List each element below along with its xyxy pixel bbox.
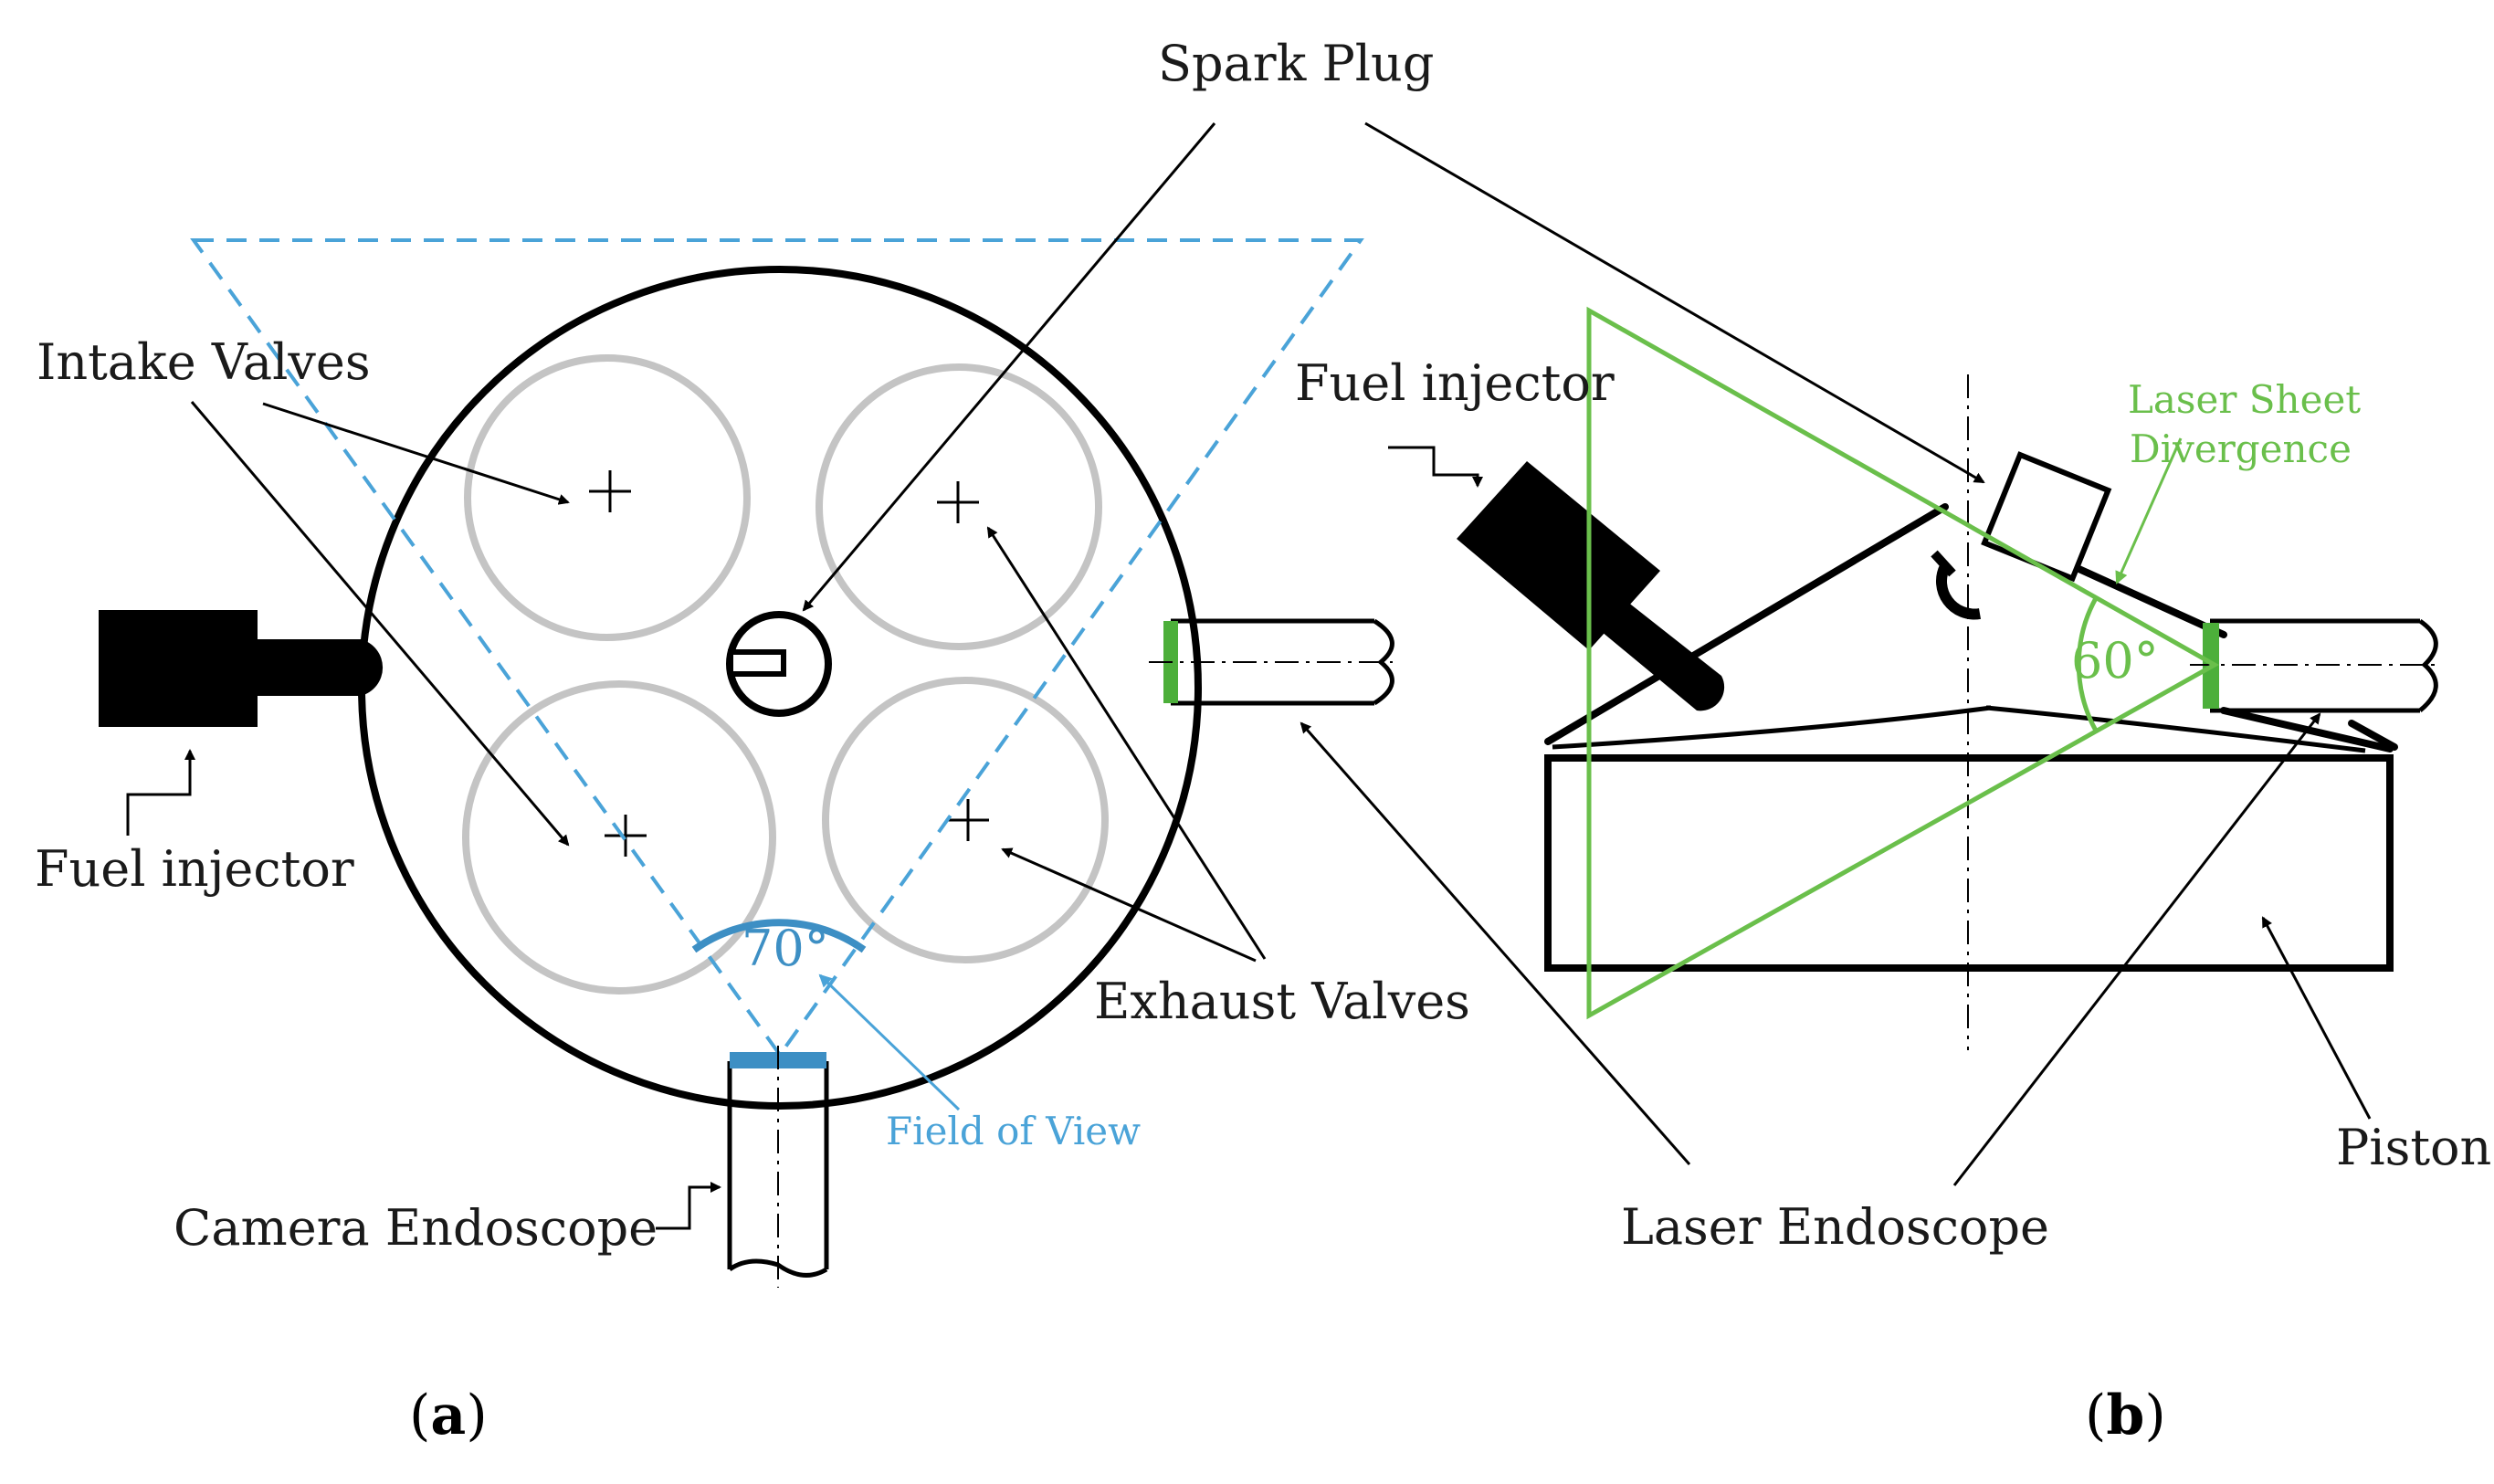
label-field-of-view: Field of View xyxy=(886,1109,1141,1153)
injector-a-bracket xyxy=(126,749,195,836)
spark-plug-side xyxy=(1931,451,2112,620)
label-laser-endoscope: Laser Endoscope xyxy=(1621,1198,2049,1256)
camera-endoscope xyxy=(727,1046,829,1288)
fuel-injector-a xyxy=(99,610,384,727)
caption-a: (a) xyxy=(409,1384,488,1447)
leaders-b xyxy=(1364,121,2372,1186)
leader-field-of-view xyxy=(818,974,961,1111)
leader-intake-top xyxy=(262,402,570,505)
laser-sheet-angle-arc xyxy=(2076,596,2099,732)
fov-angle-arc xyxy=(691,919,867,953)
label-spark-plug: Spark Plug xyxy=(1158,35,1434,92)
leader-laser-sheet xyxy=(2115,437,2183,584)
laser-sheet-triangle xyxy=(1586,306,2220,1020)
label-camera-endoscope: Camera Endoscope xyxy=(174,1199,658,1257)
leaders-a xyxy=(126,122,1691,1230)
leader-piston xyxy=(2261,916,2372,1120)
leader-exhaust-top xyxy=(986,526,1267,960)
leader-exhaust-bottom xyxy=(1001,847,1257,963)
caption-b: (b) xyxy=(2085,1384,2166,1447)
leader-spark-plug-b xyxy=(1364,121,1985,484)
leader-laser-endoscope-a xyxy=(1300,721,1691,1165)
label-intake-valves: Intake Valves xyxy=(37,333,371,391)
leader-spark-plug-a xyxy=(802,122,1216,612)
laser-sheet-angle-label: 60° xyxy=(2071,632,2159,689)
leader-laser-endoscope-b xyxy=(1952,712,2321,1186)
label-exhaust-valves: Exhaust Valves xyxy=(1094,973,1470,1030)
piston-crown xyxy=(1552,705,2366,753)
injector-b-bracket xyxy=(1388,446,1483,488)
valves xyxy=(462,354,1109,995)
intake-valve-bottom xyxy=(462,680,776,995)
label-laser-sheet-line2: Divergence xyxy=(2130,426,2352,471)
field-of-view-triangle xyxy=(190,238,1364,1058)
exhaust-valve-bottom xyxy=(822,677,1109,963)
panel-a-top-view: 70° xyxy=(35,122,1691,1288)
label-fuel-injector-a: Fuel injector xyxy=(35,840,354,898)
laser-endoscope-a xyxy=(1149,618,1394,706)
exhaust-valve-top xyxy=(816,363,1102,650)
fuel-injector-b xyxy=(1457,461,1725,711)
label-laser-sheet-line1: Laser Sheet xyxy=(2128,377,2361,422)
valve-center-marks xyxy=(589,470,989,857)
leader-intake-bottom xyxy=(190,401,570,847)
cylinder-bore xyxy=(358,266,1202,1110)
label-fuel-injector-b: Fuel injector xyxy=(1295,354,1615,412)
camera-bracket xyxy=(656,1182,721,1230)
panel-b-side-view: 60° Fuel injector Laser Sheet Divergence… xyxy=(1295,121,2491,1256)
intake-valve-top xyxy=(464,354,751,641)
spark-plug-top-symbol xyxy=(726,611,832,717)
fov-angle-label: 70° xyxy=(742,920,829,977)
label-piston: Piston xyxy=(2336,1119,2491,1176)
